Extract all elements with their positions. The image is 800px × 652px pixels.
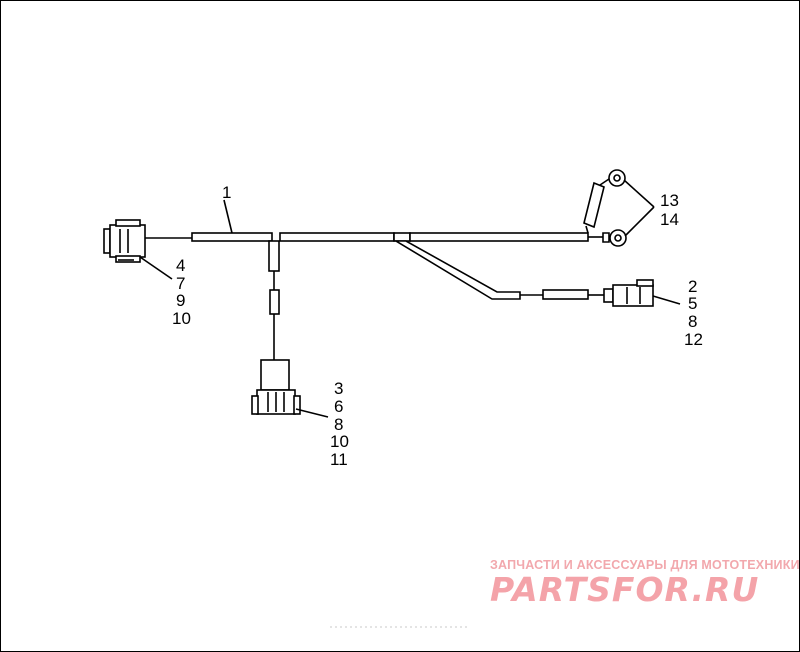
callout-8-lower: 8	[334, 415, 343, 434]
callout-5: 5	[688, 294, 697, 313]
main-trunk	[191, 232, 589, 242]
callout-10-left: 10	[172, 309, 191, 328]
callout-10-lower: 10	[330, 432, 349, 451]
left-connector	[103, 219, 146, 263]
watermark-logo: PARTSFOR.RU	[490, 570, 760, 609]
callout-12: 12	[684, 330, 703, 349]
callout-1: 1	[222, 183, 231, 202]
watermark-tagline: ЗАПЧАСТИ И АКСЕССУАРЫ ДЛЯ МОТОТЕХНИКИ	[490, 558, 800, 572]
callout-7: 7	[176, 274, 185, 293]
callout-labels: 1 4 7 9 10 3 6 8 10 11 13 14 2 5 8 12	[172, 183, 703, 469]
callout-13: 13	[660, 191, 679, 210]
leader-lines	[139, 179, 681, 418]
callout-3: 3	[334, 379, 343, 398]
callout-14: 14	[660, 210, 679, 229]
diagonal-branch	[393, 240, 604, 300]
callout-6: 6	[334, 397, 343, 416]
ring-terminals	[583, 169, 627, 247]
callout-8-right: 8	[688, 312, 697, 331]
lower-connector	[251, 359, 301, 415]
callout-4: 4	[176, 256, 185, 275]
down-branch	[268, 240, 280, 360]
callout-9: 9	[176, 291, 185, 310]
callout-2: 2	[688, 277, 697, 296]
right-connector	[603, 279, 654, 307]
callout-11: 11	[330, 450, 348, 469]
